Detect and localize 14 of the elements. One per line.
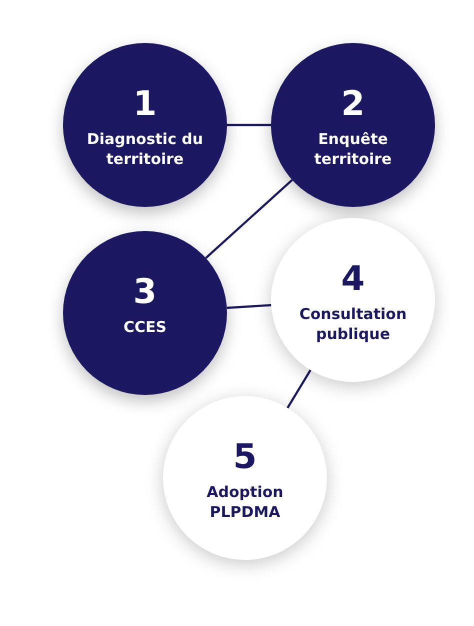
- step-number: 5: [233, 440, 257, 474]
- step-label: Diagnostic du territoire: [86, 129, 204, 170]
- step-number: 4: [341, 262, 365, 296]
- connector-line: [226, 304, 272, 309]
- step-label: Enquête territoire: [313, 129, 393, 170]
- connector-line: [286, 370, 312, 408]
- step-number: 1: [133, 87, 157, 121]
- connector-line: [205, 179, 293, 259]
- connector-line: [227, 124, 271, 126]
- step-number: 3: [133, 275, 157, 309]
- step-number: 2: [341, 87, 365, 121]
- step-label: CCES: [122, 317, 168, 338]
- step-label: Adoption PLPDMA: [206, 482, 284, 522]
- step-label: Consultation publique: [298, 304, 408, 344]
